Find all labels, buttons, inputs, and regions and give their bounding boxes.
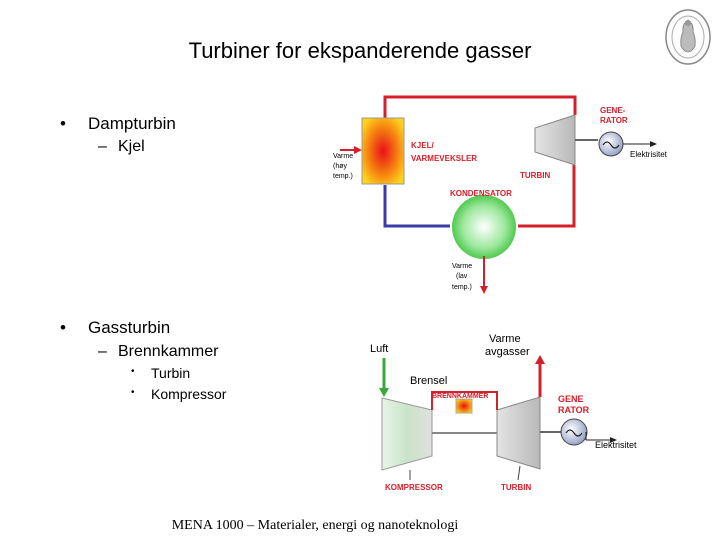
gas-turbine-label: TURBIN bbox=[501, 483, 531, 492]
steam-turbine-label: TURBIN bbox=[520, 171, 550, 180]
heat-out-label: (lav bbox=[456, 273, 468, 280]
footer-text: MENA 1000 – Materialer, energi og nanote… bbox=[171, 518, 459, 533]
subsub-bullet-marker: • bbox=[131, 387, 135, 398]
heat-in-label: Varme bbox=[333, 153, 353, 160]
bullet-marker: • bbox=[60, 318, 66, 337]
air-label: Luft bbox=[370, 343, 388, 355]
sub-bullet-brennkammer: Brennkammer bbox=[118, 343, 219, 360]
exhaust-steam-line bbox=[518, 165, 576, 228]
subsub-bullet-marker: • bbox=[131, 366, 135, 377]
bullet-gassturbin: Gassturbin bbox=[88, 318, 171, 337]
heat-in-label: temp.) bbox=[333, 173, 353, 180]
boiler-box bbox=[361, 117, 405, 185]
gas-generator-label: GENE bbox=[558, 394, 584, 404]
sub-bullet-marker: – bbox=[98, 343, 107, 360]
exhaust-label: avgasser bbox=[485, 346, 530, 358]
compressor-shape bbox=[381, 397, 433, 471]
heat-in-label: (høy bbox=[333, 163, 348, 170]
steam-turbine-shape bbox=[534, 114, 576, 166]
heat-out-label: temp.) bbox=[452, 284, 472, 291]
heat-out-label: Varme bbox=[452, 263, 472, 270]
boiler-label: VARMEVEKSLER bbox=[411, 154, 477, 163]
bullet-marker: • bbox=[60, 114, 66, 133]
sub-bullet-kjel: Kjel bbox=[118, 138, 145, 155]
fuel-label: Brensel bbox=[410, 375, 447, 387]
condensate-return-line bbox=[383, 185, 450, 228]
steam-electricity-label: Elektrisitet bbox=[630, 150, 668, 159]
compressor-label: KOMPRESSOR bbox=[385, 483, 443, 492]
combustor-box bbox=[455, 398, 473, 414]
steam-generator-label: GENE- bbox=[600, 106, 626, 115]
gas-turbine-shape bbox=[496, 396, 541, 470]
gas-electricity-label: Elektrisitet bbox=[595, 440, 637, 450]
steam-generator-label: RATOR bbox=[600, 116, 628, 125]
bullet-dampturbin: Dampturbin bbox=[88, 114, 176, 133]
exhaust-label: Varme bbox=[489, 333, 521, 345]
condenser-circle bbox=[452, 195, 516, 259]
combustor-label: BRENNKAMMER bbox=[432, 393, 488, 400]
sub-bullet-marker: – bbox=[98, 138, 107, 155]
boiler-label: KJEL/ bbox=[411, 141, 434, 150]
gas-generator-label: RATOR bbox=[558, 405, 590, 415]
slide-title: Turbiner for ekspanderende gasser bbox=[188, 38, 532, 63]
condenser-label: KONDENSATOR bbox=[450, 189, 512, 198]
subsub-bullet-kompressor: Kompressor bbox=[151, 386, 227, 402]
university-seal-logo bbox=[665, 9, 711, 65]
hot-gas-line bbox=[431, 391, 498, 410]
hot-steam-line bbox=[383, 95, 577, 128]
subsub-bullet-turbin: Turbin bbox=[151, 365, 191, 381]
